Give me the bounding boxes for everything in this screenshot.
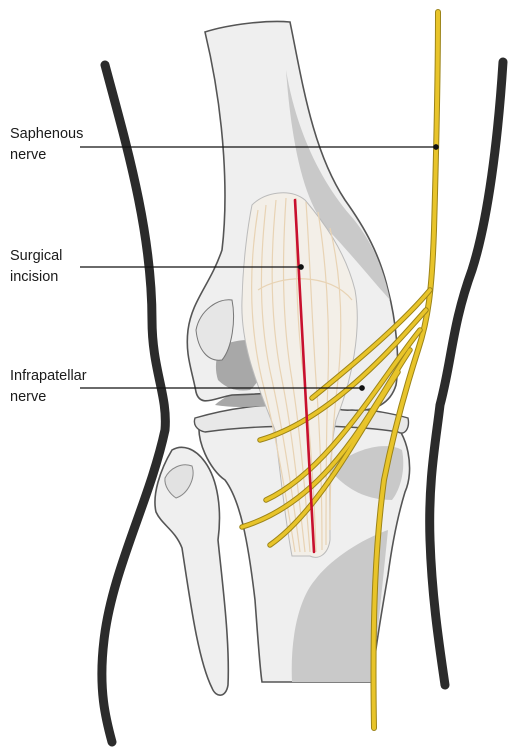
leader-incision-dot <box>299 265 303 269</box>
label-surgical-incision: Surgical incision <box>10 246 82 288</box>
left-skin-outline <box>102 65 165 742</box>
leader-infrapatellar-dot <box>360 386 364 390</box>
label-saphenous-nerve: Saphenous nerve <box>10 124 82 166</box>
leader-saphenous-dot <box>434 145 438 149</box>
fibula <box>155 447 228 695</box>
right-skin-outline <box>430 62 503 685</box>
label-infrapatellar-nerve: Infrapatellar nerve <box>10 366 82 408</box>
